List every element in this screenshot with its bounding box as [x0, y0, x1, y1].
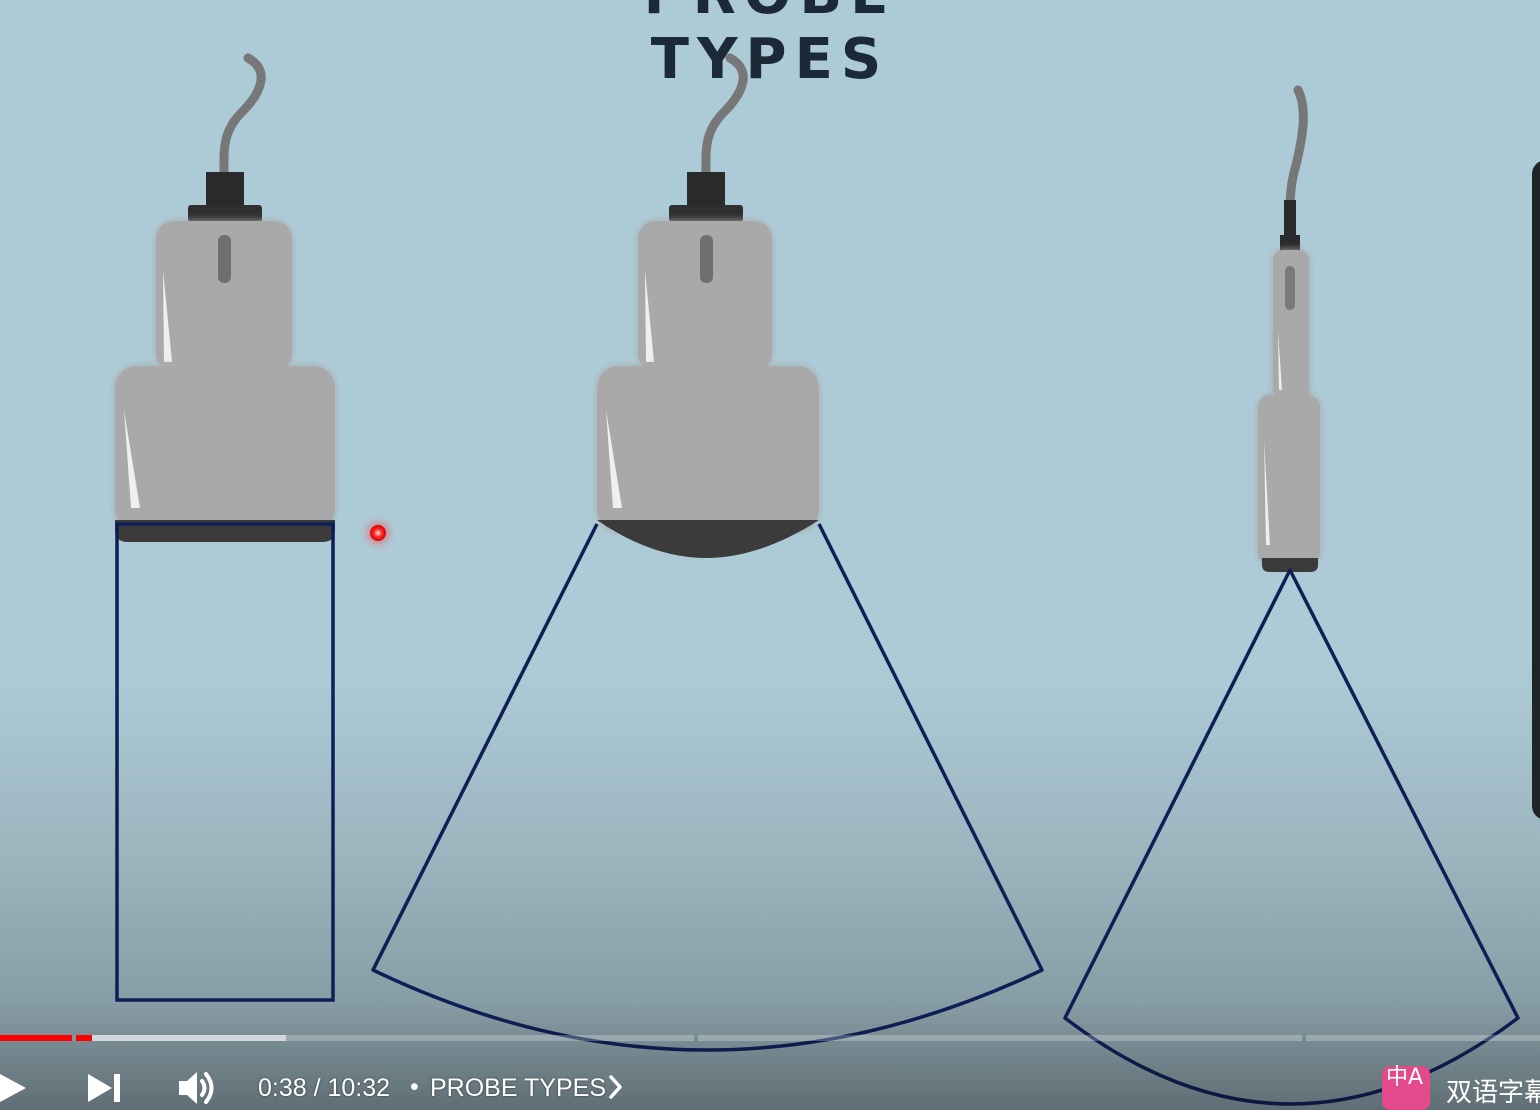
- curvilinear-beam-field: [371, 523, 1044, 1052]
- bilingual-subtitle-label: 双语字幕: [1446, 1078, 1540, 1108]
- curvilinear-probe-cable: [701, 53, 748, 180]
- time-display: 0:38 / 10:32: [258, 1074, 391, 1102]
- phased-probe-face: [1262, 558, 1318, 572]
- play-icon: [0, 1074, 26, 1102]
- phased-beam-field: [1063, 568, 1520, 1106]
- chapter-title-button[interactable]: PROBE TYPES: [430, 1074, 606, 1102]
- curvilinear-probe-head: [597, 366, 819, 531]
- phased-probe-grip: [1258, 395, 1320, 565]
- chapter-segment[interactable]: [698, 1035, 1302, 1041]
- volume-icon: [179, 1072, 214, 1104]
- phased-probe-shaft: [1273, 250, 1309, 400]
- progress-played: [0, 1035, 93, 1041]
- video-title-overlay: PROBE TYPES: [644, 0, 890, 92]
- phased-probe: [1063, 85, 1520, 1106]
- chapter-segment[interactable]: [1306, 1035, 1540, 1041]
- linear-probe-strain-relief: [206, 172, 244, 208]
- laser-pointer-dot: [370, 525, 386, 541]
- translate-icon: 中A: [1386, 1065, 1424, 1090]
- linear-probe-head: [115, 366, 335, 531]
- chevron-right-icon: [609, 1075, 622, 1099]
- play-button[interactable]: [0, 1066, 42, 1110]
- progress-buffered: [0, 1035, 287, 1041]
- volume-button[interactable]: [176, 1066, 224, 1110]
- controls-gradient: [0, 1000, 1540, 1110]
- next-button[interactable]: [84, 1066, 132, 1110]
- progress-bar[interactable]: [0, 1035, 1540, 1041]
- cropped-object: [1532, 160, 1540, 820]
- linear-beam-field: [115, 522, 335, 1002]
- bilingual-subtitle-button[interactable]: 中A: [1382, 1066, 1430, 1110]
- player-controls: 0:38 / 10:32 • PROBE TYPES 中A 双语字幕: [0, 1058, 1540, 1110]
- curvilinear-probe-face: [597, 520, 819, 558]
- linear-probe-handle: [156, 221, 292, 371]
- next-icon: [88, 1074, 120, 1102]
- curvilinear-probe: [371, 53, 1044, 1052]
- chapter-marker: [72, 1035, 76, 1041]
- curvilinear-probe-handle: [638, 221, 772, 371]
- linear-probe-cable: [219, 53, 266, 180]
- chapter-chevron-button[interactable]: [606, 1072, 626, 1102]
- phased-probe-cable: [1285, 85, 1308, 220]
- chapter-segment[interactable]: [0, 1035, 694, 1041]
- linear-probe: [115, 53, 335, 1002]
- chapter-bullet: •: [410, 1073, 419, 1101]
